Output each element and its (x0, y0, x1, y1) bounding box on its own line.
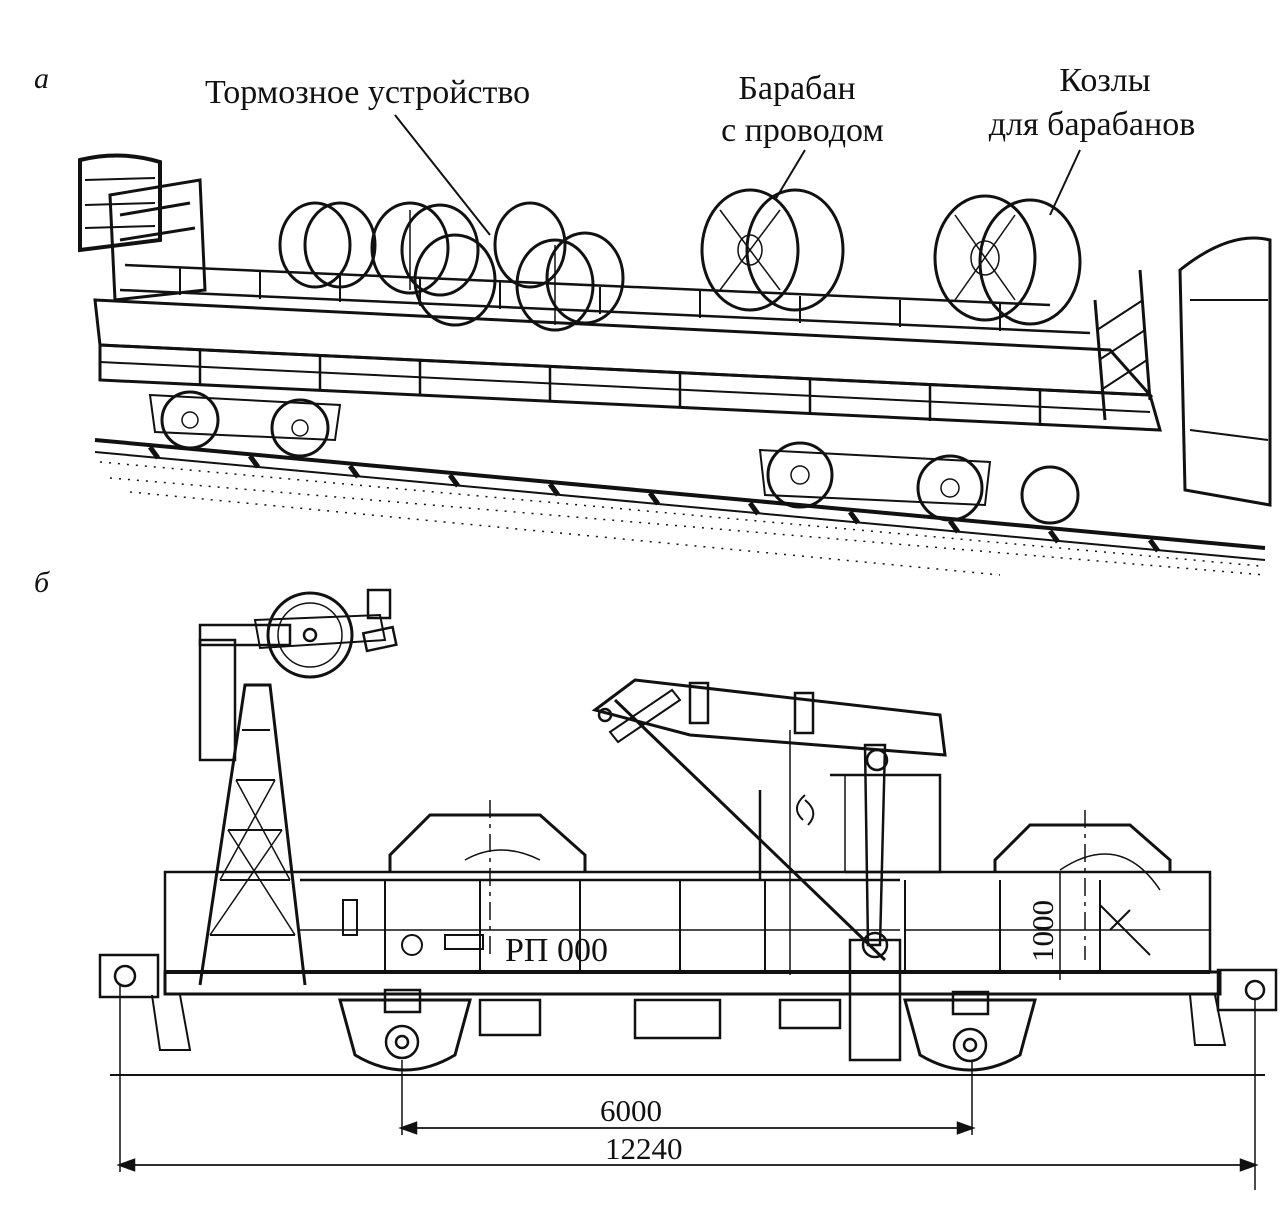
brake-device-label: Тормозное устройство (205, 74, 531, 111)
panel-a-letter: а (34, 62, 49, 95)
dimension-bogie-base: 6000 (600, 1093, 662, 1128)
dimension-height: 1000 (1025, 900, 1060, 962)
drum-label-line2: с проводом (721, 112, 884, 149)
flatcar-perspective-illustration (78, 114, 1272, 576)
drum-label-line1: Барабан (738, 70, 856, 107)
trestle-label-line2: для барабанов (988, 106, 1196, 143)
car-marking: РП 000 (505, 932, 608, 969)
panel-b-letter: б (34, 566, 50, 599)
trestle-label-line1: Козлы (1059, 62, 1151, 99)
dimension-total-length: 12240 (605, 1131, 683, 1166)
